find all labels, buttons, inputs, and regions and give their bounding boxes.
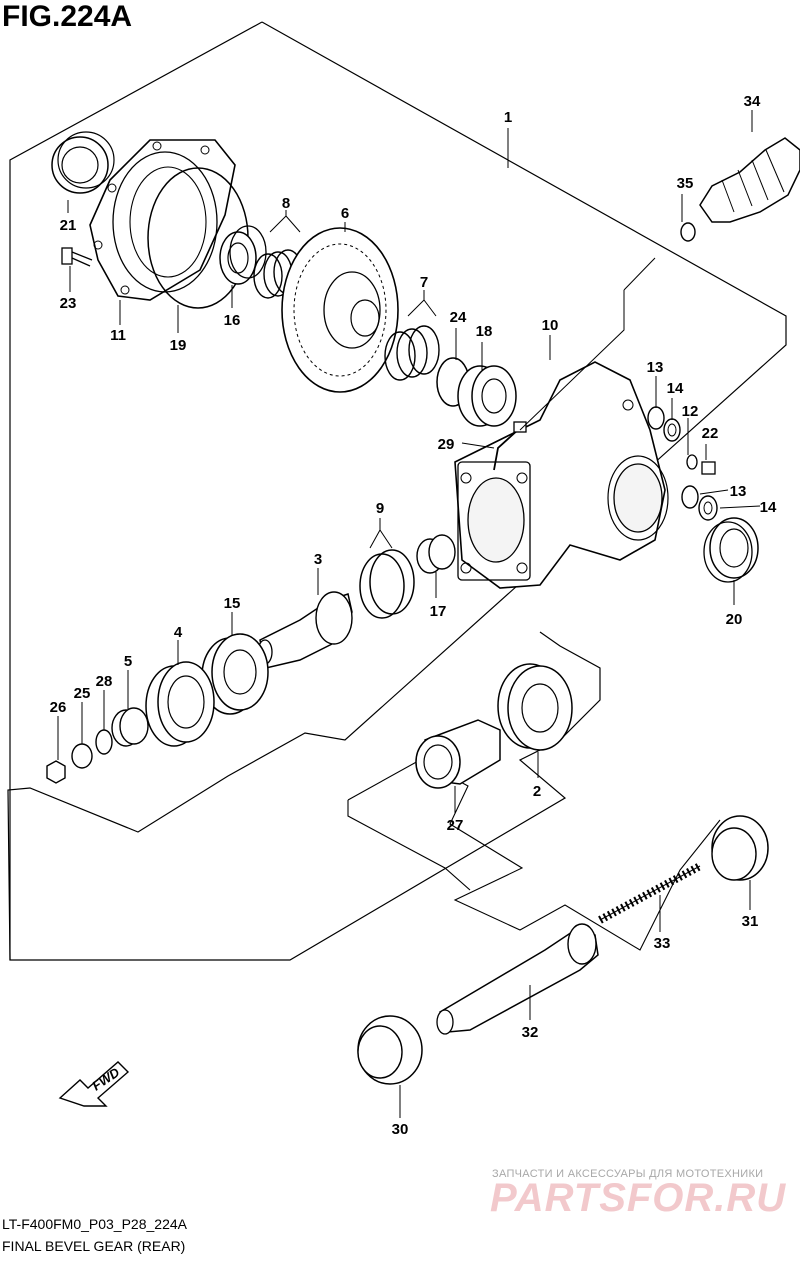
part-4-bearing-race bbox=[145, 661, 215, 747]
part-label-24: 24 bbox=[450, 309, 467, 326]
part-27-coupling bbox=[415, 719, 501, 789]
part-label-7: 7 bbox=[420, 274, 428, 291]
part-label-30: 30 bbox=[392, 1121, 409, 1138]
part-label-12: 12 bbox=[682, 403, 699, 420]
part-6-bevel-gear bbox=[281, 227, 399, 393]
part-label-3: 3 bbox=[314, 551, 322, 568]
part-label-20: 20 bbox=[726, 611, 743, 628]
part-label-22: 22 bbox=[702, 425, 719, 442]
part-label-8: 8 bbox=[282, 195, 290, 212]
part-21-oil-seal bbox=[51, 131, 115, 194]
part-label-14a: 14 bbox=[667, 380, 684, 397]
part-5-spacer bbox=[111, 707, 149, 747]
part-label-17: 17 bbox=[430, 603, 447, 620]
part-label-18: 18 bbox=[476, 323, 493, 340]
leader-lines bbox=[57, 110, 761, 1118]
part-15-bearing bbox=[201, 633, 269, 715]
part-label-14b: 14 bbox=[760, 499, 777, 516]
part-label-19: 19 bbox=[170, 337, 187, 354]
part-7-shims bbox=[384, 325, 440, 381]
part-label-16: 16 bbox=[224, 312, 241, 329]
part-label-25: 25 bbox=[74, 685, 91, 702]
sub-frame-lower bbox=[347, 800, 471, 891]
part-label-9: 9 bbox=[376, 500, 384, 517]
part-label-13a: 13 bbox=[647, 359, 664, 376]
part-label-27: 27 bbox=[447, 817, 464, 834]
part-34-boot bbox=[699, 137, 800, 223]
part-label-5: 5 bbox=[124, 653, 132, 670]
leader-35-to-case bbox=[623, 257, 656, 291]
diagram-code: LT-F400FM0_P03_P28_224A bbox=[2, 1216, 187, 1232]
part-14a-plug bbox=[663, 418, 681, 442]
part-label-35: 35 bbox=[677, 175, 694, 192]
part-label-11: 11 bbox=[110, 327, 126, 344]
part-32-propeller-shaft bbox=[436, 923, 599, 1035]
part-14b-plug bbox=[698, 495, 718, 521]
part-35-clamp bbox=[680, 222, 696, 242]
part-22-bolt bbox=[701, 461, 716, 475]
part-20-oil-seal bbox=[703, 517, 759, 583]
part-label-31: 31 bbox=[742, 913, 759, 930]
part-label-29: 29 bbox=[438, 436, 455, 453]
part-18-bearing bbox=[457, 365, 517, 427]
part-2-oil-seal bbox=[497, 663, 573, 751]
leader-1-case bbox=[519, 290, 625, 431]
part-23-bolt bbox=[61, 247, 93, 267]
part-12-washer bbox=[686, 454, 698, 470]
part-label-4: 4 bbox=[174, 624, 183, 641]
figure-title: FIG.224A bbox=[2, 0, 133, 33]
part-label-33: 33 bbox=[654, 935, 671, 952]
part-number-labels: 1 2 3 4 5 6 7 8 9 10 11 12 13 13 14 14 1… bbox=[50, 93, 777, 1138]
fwd-arrow-icon bbox=[58, 1061, 130, 1107]
part-label-21: 21 bbox=[60, 217, 77, 234]
part-label-32: 32 bbox=[522, 1024, 539, 1041]
part-25-washer bbox=[71, 743, 93, 769]
part-label-10: 10 bbox=[542, 317, 559, 334]
part-31-damper bbox=[711, 815, 769, 881]
part-26-nut bbox=[46, 760, 66, 784]
part-label-6: 6 bbox=[341, 205, 349, 222]
watermark-subtitle: ЗАПЧАСТИ И АКСЕССУАРЫ ДЛЯ МОТОТЕХНИКИ bbox=[492, 1168, 764, 1180]
part-label-15: 15 bbox=[224, 595, 241, 612]
part-label-13b: 13 bbox=[730, 483, 747, 500]
part-label-28: 28 bbox=[96, 673, 113, 690]
assembly-frame-left bbox=[9, 21, 263, 960]
part-33-spring bbox=[598, 862, 702, 924]
watermark-brand: PARTSFOR.RU bbox=[490, 1176, 787, 1220]
part-3-drive-pinion bbox=[257, 591, 353, 669]
part-28-washer bbox=[95, 729, 113, 755]
part-label-2: 2 bbox=[533, 783, 541, 800]
part-label-34: 34 bbox=[744, 93, 761, 110]
part-9-shims bbox=[359, 549, 415, 619]
part-17-needle-bearing bbox=[416, 534, 456, 574]
part-16-bearing bbox=[219, 225, 267, 285]
part-label-23: 23 bbox=[60, 295, 77, 312]
part-29-breather bbox=[493, 421, 527, 471]
part-13a-washer bbox=[647, 406, 665, 430]
part-10-gear-case bbox=[454, 361, 669, 589]
diagram-caption: FINAL BEVEL GEAR (REAR) bbox=[2, 1238, 186, 1254]
part-label-1: 1 bbox=[504, 109, 512, 126]
part-30-boot bbox=[357, 1015, 423, 1085]
part-label-26: 26 bbox=[50, 699, 67, 716]
part-13b-washer bbox=[681, 485, 699, 509]
part-11-housing-cover bbox=[89, 139, 236, 301]
assembly-frame-outline bbox=[7, 21, 787, 961]
